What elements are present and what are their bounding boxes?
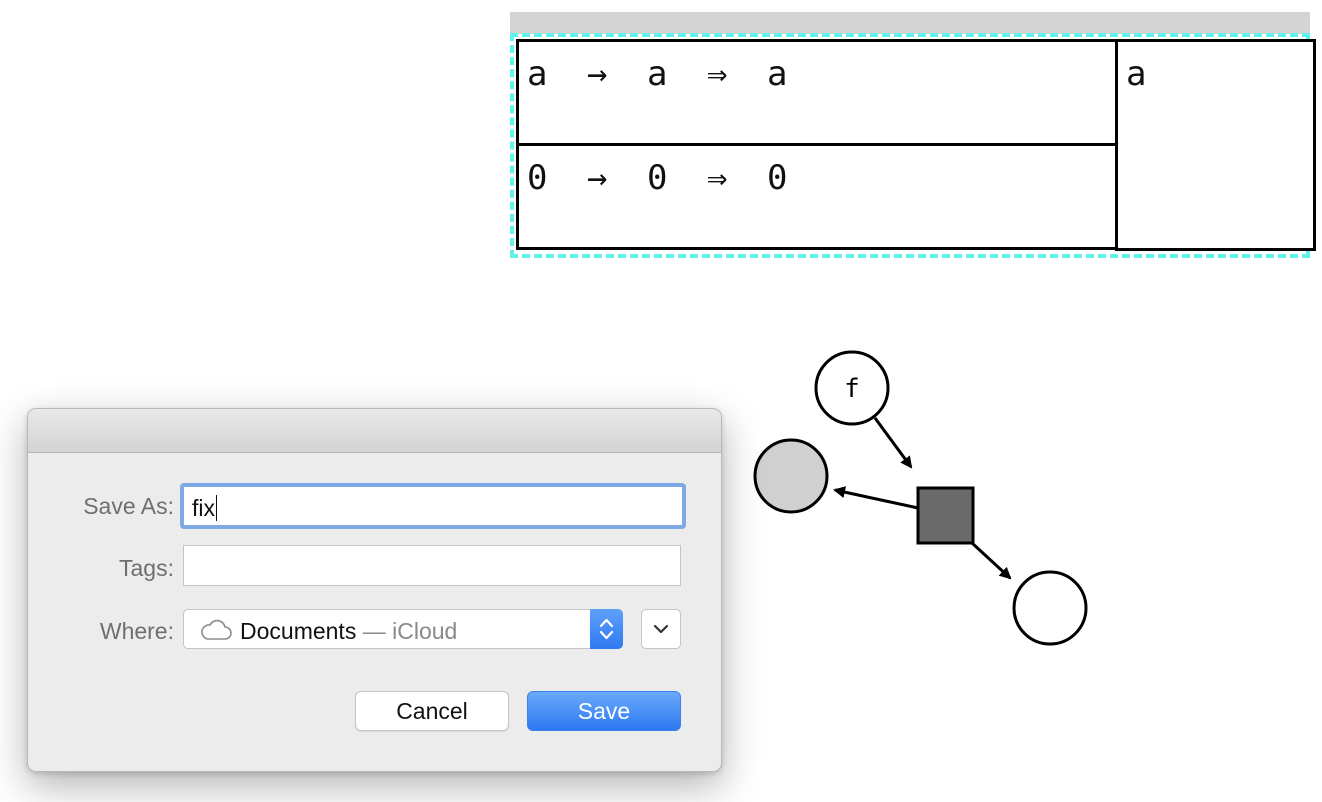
edge-square-to-left bbox=[833, 486, 919, 510]
where-location: Documents bbox=[240, 618, 357, 644]
rule-row-2-lhs: 0 bbox=[527, 158, 548, 198]
tags-label: Tags: bbox=[119, 555, 174, 581]
text-caret bbox=[216, 495, 217, 521]
edge-square-to-bottom bbox=[970, 541, 1012, 580]
rule-side-cell[interactable]: a bbox=[1115, 39, 1316, 251]
dialog-titlebar[interactable] bbox=[28, 409, 721, 453]
node-bottom[interactable] bbox=[1012, 570, 1088, 646]
edge-f-to-square bbox=[873, 417, 913, 469]
graph-diagram: f bbox=[753, 350, 1088, 646]
up-down-chevron-icon bbox=[599, 618, 614, 640]
rule-row-1-mid: a bbox=[647, 54, 668, 94]
cancel-button[interactable]: Cancel bbox=[355, 691, 509, 731]
save-dialog: Save As: fix Tags: Where: Documents — iC… bbox=[27, 408, 722, 772]
save-as-value: fix bbox=[192, 495, 215, 521]
rule-row-2[interactable]: 0 → 0 ⇒ 0 bbox=[516, 143, 1118, 250]
rule-side-cell-label: a bbox=[1126, 54, 1147, 94]
rule-row-2-arrow: → bbox=[587, 158, 608, 198]
rule-row-2-rhs: 0 bbox=[767, 158, 788, 198]
tags-input[interactable] bbox=[183, 545, 681, 586]
where-label: Where: bbox=[99, 618, 174, 644]
node-f[interactable] bbox=[814, 350, 890, 426]
save-as-input[interactable]: fix bbox=[180, 483, 686, 529]
rule-panel-header-bar bbox=[510, 12, 1310, 34]
where-stepper[interactable] bbox=[590, 609, 623, 649]
rule-row-1[interactable]: a → a ⇒ a bbox=[516, 39, 1118, 146]
rule-row-2-mid: 0 bbox=[647, 158, 668, 198]
where-select[interactable]: Documents — iCloud bbox=[183, 609, 623, 649]
chevron-down-icon bbox=[653, 624, 669, 634]
rule-row-1-lhs: a bbox=[527, 54, 548, 94]
where-separator: — bbox=[356, 618, 393, 644]
save-button[interactable]: Save bbox=[527, 691, 681, 731]
where-service: iCloud bbox=[392, 618, 458, 644]
rule-row-1-double-arrow: ⇒ bbox=[707, 54, 728, 94]
node-square[interactable] bbox=[916, 486, 975, 545]
rule-row-1-rhs: a bbox=[767, 54, 788, 94]
cloud-icon bbox=[201, 619, 232, 640]
node-left[interactable] bbox=[753, 438, 829, 514]
rule-row-2-double-arrow: ⇒ bbox=[707, 158, 728, 198]
node-f-label: f bbox=[844, 374, 860, 404]
where-value: Documents — iCloud bbox=[240, 618, 457, 645]
save-as-label: Save As: bbox=[83, 493, 174, 519]
expand-dialog-button[interactable] bbox=[641, 609, 681, 649]
rule-row-1-arrow: → bbox=[587, 54, 608, 94]
